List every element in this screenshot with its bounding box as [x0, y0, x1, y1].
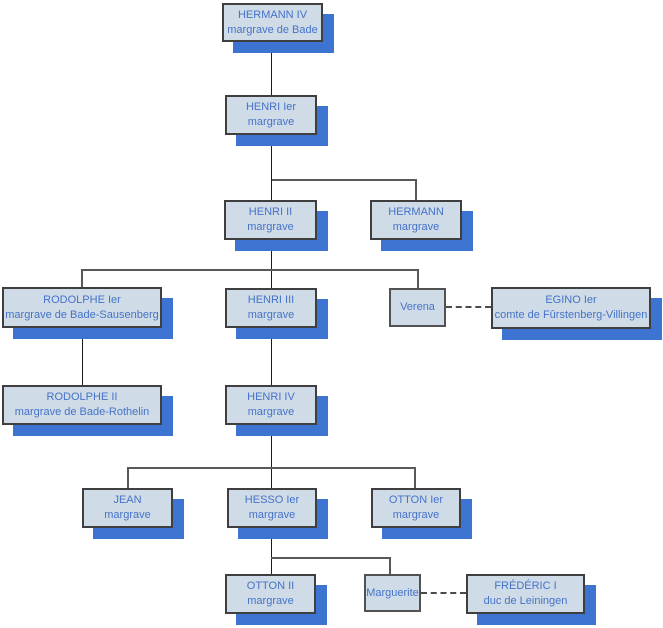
tree-connector-line — [271, 425, 272, 488]
node-person-name: RODOLPHE Ier — [43, 293, 121, 306]
node-person-title: margrave de Bade-Rothelin — [14, 406, 150, 418]
node-person-title: margrave — [247, 595, 294, 607]
node-person-name: HERMANN IV — [237, 8, 308, 21]
tree-connector-line — [82, 328, 83, 385]
node-person-name: OTTON II — [246, 580, 295, 592]
tree-node-marguerite[interactable]: Marguerite — [364, 574, 421, 612]
tree-node-jean[interactable]: JEAN margrave — [82, 488, 173, 528]
tree-connector-line — [271, 42, 272, 95]
tree-connector-line — [271, 328, 272, 385]
tree-connector-line — [271, 528, 272, 574]
tree-node-otton-ii[interactable]: OTTON II margrave — [225, 574, 316, 614]
node-person-title: duc de Leiningen — [483, 595, 568, 607]
tree-connector-line — [81, 269, 83, 288]
tree-connector-line — [81, 269, 419, 271]
node-person-name: HENRI IV — [247, 391, 295, 403]
node-person-title: margrave — [247, 116, 295, 128]
node-person-title: comte de Fûrstenberg-Villingen — [494, 309, 648, 321]
node-person-name: RODOLPHE II — [46, 391, 118, 403]
tree-connector-line — [271, 135, 272, 200]
tree-node-otton-ier[interactable]: OTTON Ier margrave — [371, 488, 461, 528]
tree-node-henri-ii[interactable]: HENRI II margrave — [224, 200, 317, 240]
tree-connector-line — [271, 557, 391, 559]
tree-connector-line — [272, 179, 417, 181]
node-person-name: OTTON Ier — [388, 494, 444, 506]
node-person-name: HESSO Ier — [244, 494, 300, 506]
node-person-title: margrave — [247, 406, 295, 418]
tree-node-hesso-ier[interactable]: HESSO Ier margrave — [227, 488, 317, 528]
node-person-name: HERMANN — [388, 206, 444, 218]
node-person-name: Marguerite — [366, 586, 419, 599]
marriage-dash-connector — [446, 306, 491, 308]
node-person-title: margrave — [392, 221, 440, 233]
node-person-name: EGINO Ier — [545, 294, 597, 306]
node-person-name: Verena — [400, 301, 435, 313]
node-person-name: HENRI III — [247, 294, 295, 306]
node-person-title: margrave — [247, 309, 295, 321]
tree-node-henri-iii[interactable]: HENRI III margrave — [225, 288, 317, 328]
tree-node-henri-ier[interactable]: HENRI Ier margrave — [225, 95, 317, 135]
tree-connector-line — [127, 467, 129, 488]
tree-connector-line — [271, 240, 272, 288]
tree-node-frederic-i[interactable]: FRÉDÉRIC I duc de Leiningen — [466, 574, 585, 614]
node-person-name: FRÉDÉRIC I — [494, 580, 557, 592]
tree-connector-line — [417, 269, 419, 288]
tree-node-egino-ier[interactable]: EGINO Ier comte de Fûrstenberg-Villingen — [491, 287, 651, 329]
node-person-title: margrave de Bade-Sausenberg — [5, 308, 159, 321]
tree-node-henri-iv[interactable]: HENRI IV margrave — [225, 385, 317, 425]
node-person-title: margrave — [104, 509, 151, 521]
tree-connector-line — [389, 557, 391, 574]
tree-node-verena[interactable]: Verena — [389, 288, 446, 327]
node-person-name: HENRI II — [248, 206, 293, 218]
tree-node-hermann[interactable]: HERMANN margrave — [370, 200, 462, 240]
marriage-dash-connector — [421, 592, 466, 594]
node-person-title: margrave — [248, 509, 296, 521]
tree-node-hermann-iv[interactable]: HERMANN IV margrave de Bade — [222, 3, 323, 42]
node-person-title: margrave — [392, 509, 440, 521]
node-person-name: HENRI Ier — [245, 101, 297, 113]
node-person-title: margrave — [247, 221, 294, 233]
node-person-name: JEAN — [113, 494, 142, 506]
node-person-title: margrave de Bade — [227, 23, 318, 36]
tree-node-rodolphe-ii[interactable]: RODOLPHE II margrave de Bade-Rothelin — [2, 385, 162, 425]
tree-connector-line — [127, 467, 416, 469]
tree-connector-line — [415, 179, 417, 200]
tree-node-rodolphe-ier[interactable]: RODOLPHE Ier margrave de Bade-Sausenberg — [2, 287, 162, 328]
tree-connector-line — [414, 467, 416, 488]
